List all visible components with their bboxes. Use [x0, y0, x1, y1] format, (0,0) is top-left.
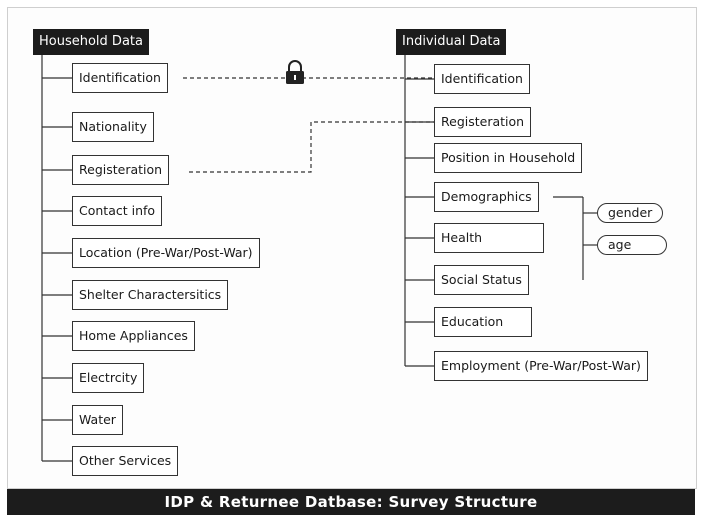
individual-item-education[interactable]: Education: [434, 307, 532, 337]
household-item-contact-info[interactable]: Contact info: [72, 196, 163, 226]
individual-item-registeration[interactable]: Registeration: [434, 107, 532, 137]
demographics-gender-pill[interactable]: gender: [597, 203, 664, 223]
diagram-footer-title: IDP & Returnee Datbase: Survey Structure: [7, 489, 695, 515]
individual-item-employment[interactable]: Employment (Pre-War/Post-War): [434, 351, 648, 381]
household-item-registeration[interactable]: Registeration: [72, 155, 170, 185]
household-item-location[interactable]: Location (Pre-War/Post-War): [72, 238, 260, 268]
individual-item-demographics[interactable]: Demographics: [434, 182, 539, 212]
individual-data-header: Individual Data: [396, 29, 507, 55]
individual-item-social-status[interactable]: Social Status: [434, 265, 529, 295]
registeration-link: [189, 121, 434, 173]
individual-item-identification[interactable]: Identification: [434, 64, 530, 94]
lock-icon: [286, 60, 304, 84]
household-item-other-services[interactable]: Other Services: [72, 446, 179, 476]
individual-item-health[interactable]: Health: [434, 223, 544, 253]
household-item-nationality[interactable]: Nationality: [72, 112, 154, 142]
household-item-identification[interactable]: Identification: [72, 63, 168, 93]
demographics-age-pill[interactable]: age: [597, 235, 667, 255]
household-item-electricity[interactable]: Electrcity: [72, 363, 145, 393]
household-item-water[interactable]: Water: [72, 405, 123, 435]
household-item-home-appliances[interactable]: Home Appliances: [72, 321, 195, 351]
household-data-header: Household Data: [33, 29, 149, 55]
household-item-shelter[interactable]: Shelter Charactersitics: [72, 280, 229, 310]
individual-item-position-in-household[interactable]: Position in Household: [434, 143, 583, 173]
